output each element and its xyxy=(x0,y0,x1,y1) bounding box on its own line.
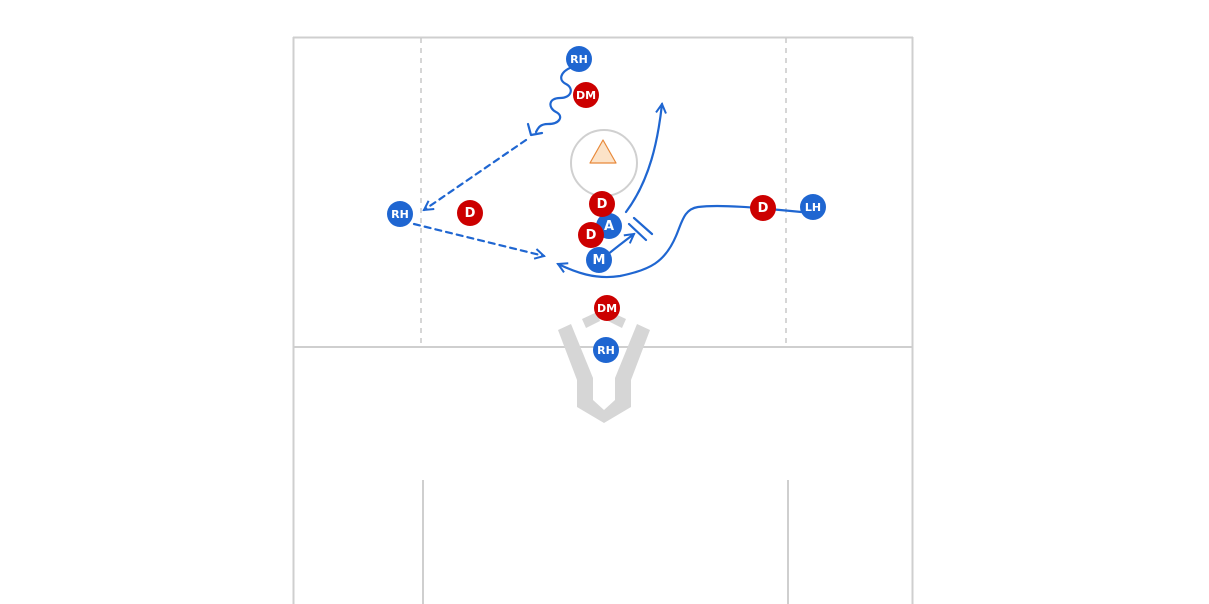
routes xyxy=(412,65,803,279)
goal-crease xyxy=(558,312,650,423)
player-dm-goal: DM xyxy=(594,295,620,321)
player-label: RH xyxy=(391,208,409,221)
player-d-center-low: D xyxy=(578,222,604,248)
player-dm-top: DM xyxy=(573,82,599,108)
crease-top-left xyxy=(582,312,600,328)
player-label: RH xyxy=(570,53,588,66)
pick-bar-2 xyxy=(632,216,654,236)
player-rh-left: RH xyxy=(387,201,413,227)
field-lines xyxy=(292,36,914,604)
player-label: M xyxy=(593,253,606,268)
player-chip xyxy=(573,82,599,108)
center-circle xyxy=(570,129,638,197)
player-d-left: D xyxy=(457,200,483,226)
player-chip xyxy=(593,337,619,363)
player-label: RH xyxy=(597,344,615,357)
player-label: A xyxy=(604,219,614,234)
route-cut-a-center xyxy=(624,104,662,214)
player-chip xyxy=(586,247,612,273)
player-chip xyxy=(750,195,776,221)
player-chip xyxy=(800,194,826,220)
player-label: D xyxy=(758,201,769,216)
player-rh-top: RH xyxy=(566,46,592,72)
player-label: LH xyxy=(805,201,821,214)
route-pass-to-rh-left xyxy=(424,138,528,210)
player-label: DM xyxy=(576,89,596,102)
pick-bar-1 xyxy=(627,222,648,242)
player-chip xyxy=(594,295,620,321)
player-label: DM xyxy=(597,302,617,315)
player-d-right: D xyxy=(750,195,776,221)
player-m-center: M xyxy=(586,247,612,273)
player-d-center-top: D xyxy=(589,191,615,217)
crease-left-arm xyxy=(558,324,604,423)
route-cut-lh-right xyxy=(558,204,803,279)
player-label: D xyxy=(597,197,608,212)
player-chip xyxy=(457,200,483,226)
crease-right-arm xyxy=(604,324,650,423)
player-lh-right: LH xyxy=(800,194,826,220)
player-label: D xyxy=(586,228,597,243)
route-dodge-rh-top-arrowhead xyxy=(526,122,544,137)
player-chip xyxy=(578,222,604,248)
player-label: D xyxy=(465,206,476,221)
route-pass-to-center xyxy=(412,222,544,256)
players: RH RH LH A M RH DM D D D D DM xyxy=(387,46,826,363)
triangle-cone-icon xyxy=(589,139,617,164)
player-rh-goal: RH xyxy=(593,337,619,363)
player-chip xyxy=(566,46,592,72)
player-chip xyxy=(589,191,615,217)
player-chip xyxy=(387,201,413,227)
route-dodge-rh-top xyxy=(534,65,574,134)
